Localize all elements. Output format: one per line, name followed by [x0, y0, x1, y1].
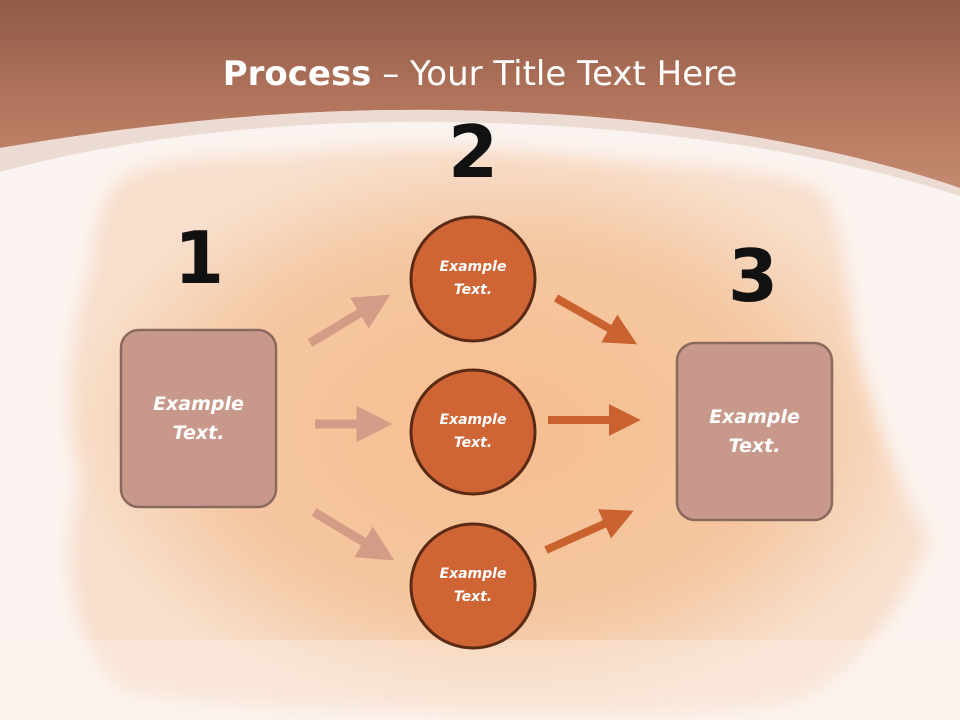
header-swoosh — [0, 109, 960, 196]
circle-bottom-label: Example Text. — [439, 566, 507, 605]
step-number-3: 3 — [727, 234, 779, 318]
circle-top-label: Example Text. — [439, 259, 507, 298]
box-step-1 — [119, 328, 278, 509]
connector-arrows — [307, 294, 641, 561]
box-step-3 — [675, 341, 834, 522]
title-bold: Process — [222, 54, 372, 94]
circle-top — [409, 215, 537, 343]
title-rest: – Your Title Text Here — [371, 54, 738, 94]
arrow-circle-bottom-to-box3 — [544, 509, 634, 554]
box-step-3-label: Example Text. — [709, 405, 800, 457]
slide-title: Process – Your Title Text Here — [0, 50, 960, 98]
arrow-box1-to-circle-top — [307, 294, 391, 347]
box-step-1-label: Example Text. — [153, 392, 244, 444]
arrow-box1-to-circle-bottom — [311, 508, 395, 561]
arrow-circle-top-to-box3 — [554, 294, 638, 345]
step-number-1: 1 — [173, 216, 225, 300]
circle-middle — [409, 368, 537, 496]
bottom-haze — [0, 640, 960, 720]
header-band — [0, 0, 960, 188]
circle-middle-label: Example Text. — [439, 412, 507, 451]
circle-bottom — [409, 522, 537, 650]
step-number-2: 2 — [447, 110, 499, 194]
